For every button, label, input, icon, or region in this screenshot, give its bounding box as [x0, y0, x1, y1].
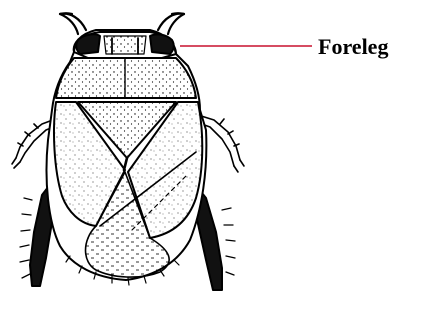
- foreleg-label: Foreleg: [318, 34, 388, 59]
- eye-left: [76, 34, 100, 54]
- pronotum: [56, 58, 196, 98]
- water-bug-illustration: [12, 13, 244, 290]
- eye-right: [150, 34, 174, 54]
- foreleg-left: [60, 13, 86, 34]
- head-center: [104, 36, 146, 54]
- foreleg-right: [158, 13, 184, 34]
